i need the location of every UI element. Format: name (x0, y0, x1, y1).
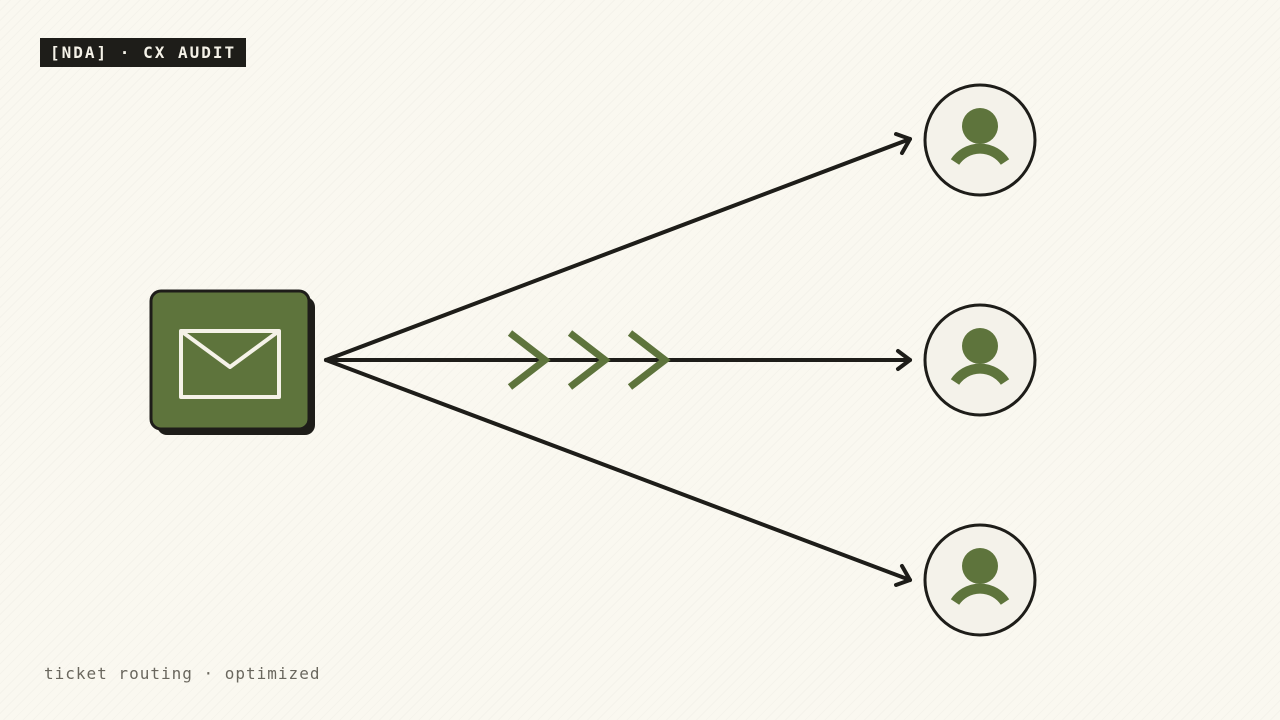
routing-arrow-bottom (324, 358, 912, 587)
person-icon (950, 548, 1010, 606)
diagram-caption: ticket routing · optimized (44, 664, 321, 683)
chevron-icon (507, 330, 551, 390)
confidential-tag: [NDA] · CX AUDIT (40, 38, 247, 67)
chevron-icon (567, 330, 611, 390)
routing-arrow-top (324, 132, 912, 362)
chevron-icon (627, 330, 671, 390)
agent-node-top (923, 83, 1037, 197)
person-icon (950, 108, 1010, 166)
routing-arrow-middle (324, 349, 912, 371)
person-icon (950, 328, 1010, 386)
agent-node-bottom (923, 523, 1037, 637)
flow-chevrons-icon (507, 330, 671, 390)
agent-node-middle (923, 303, 1037, 417)
inbox-source-tile (149, 289, 315, 435)
envelope-icon (179, 329, 281, 399)
